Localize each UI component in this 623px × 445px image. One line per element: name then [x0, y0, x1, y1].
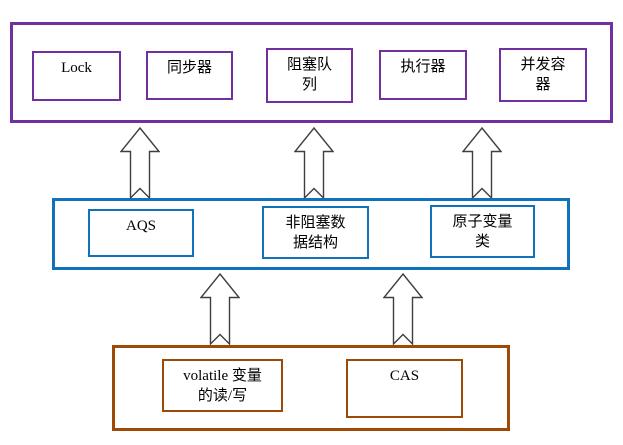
box-executor: 执行器: [379, 50, 467, 100]
box-volatile-read-write-label: volatile 变量 的读/写: [183, 368, 262, 404]
box-cas-label: CAS: [389, 368, 420, 384]
box-blocking-queue: 阻塞队 列: [266, 48, 353, 103]
box-synchronizer-label: 同步器: [166, 60, 212, 76]
box-concurrent-container: 并发容 器: [499, 48, 587, 102]
box-concurrent-container-label: 并发容 器: [520, 57, 566, 93]
box-cas: CAS: [346, 359, 463, 418]
box-executor-label: 执行器: [400, 59, 446, 75]
up-arrow-2: [294, 127, 334, 199]
bottom-layer-container: [112, 345, 510, 431]
box-aqs-label: AQS: [125, 218, 156, 234]
up-arrow-4: [200, 273, 240, 345]
box-lock-label: Lock: [61, 60, 92, 76]
top-layer-container: [10, 22, 613, 123]
up-arrow-3: [462, 127, 502, 199]
box-atomic-variable-class: 原子变量 类: [430, 205, 535, 258]
box-blocking-queue-label: 阻塞队 列: [286, 57, 332, 93]
up-arrow-5: [383, 273, 423, 345]
box-lock: Lock: [32, 51, 121, 101]
box-atomic-variable-class-label: 原子变量 类: [452, 214, 513, 250]
middle-layer-container: [52, 198, 570, 270]
box-volatile-read-write: volatile 变量 的读/写: [162, 359, 283, 412]
box-synchronizer: 同步器: [146, 51, 233, 100]
up-arrow-1: [120, 127, 160, 199]
box-aqs: AQS: [88, 209, 194, 257]
box-nonblocking-data-structure: 非阻塞数 据结构: [262, 206, 369, 259]
box-nonblocking-data-structure-label: 非阻塞数 据结构: [285, 215, 346, 251]
